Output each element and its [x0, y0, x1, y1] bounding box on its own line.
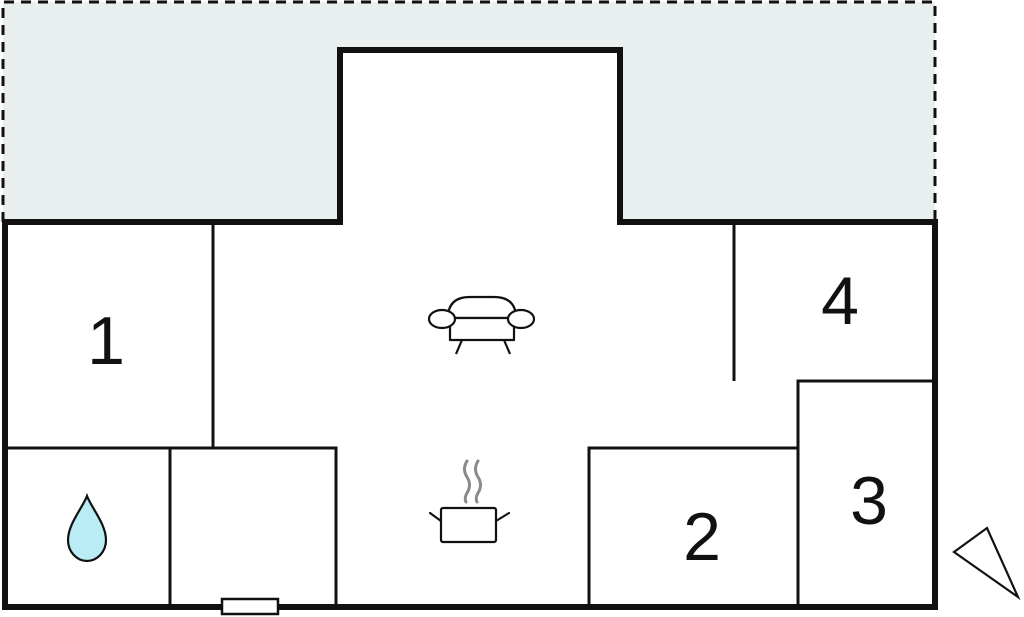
interior-walls: [5, 224, 935, 605]
sofa-icon: [427, 295, 536, 355]
cooking-pot-icon: [428, 459, 511, 544]
terrace-area: [1, 0, 937, 222]
room-label-4: 4: [821, 263, 859, 339]
room-label-2: 2: [683, 499, 721, 575]
north-arrow-icon: [952, 526, 1021, 601]
water-drop-icon: [66, 492, 108, 563]
room-label-3: 3: [850, 463, 888, 539]
room-label-1: 1: [87, 303, 125, 379]
entrance-door-icon: [220, 597, 280, 616]
